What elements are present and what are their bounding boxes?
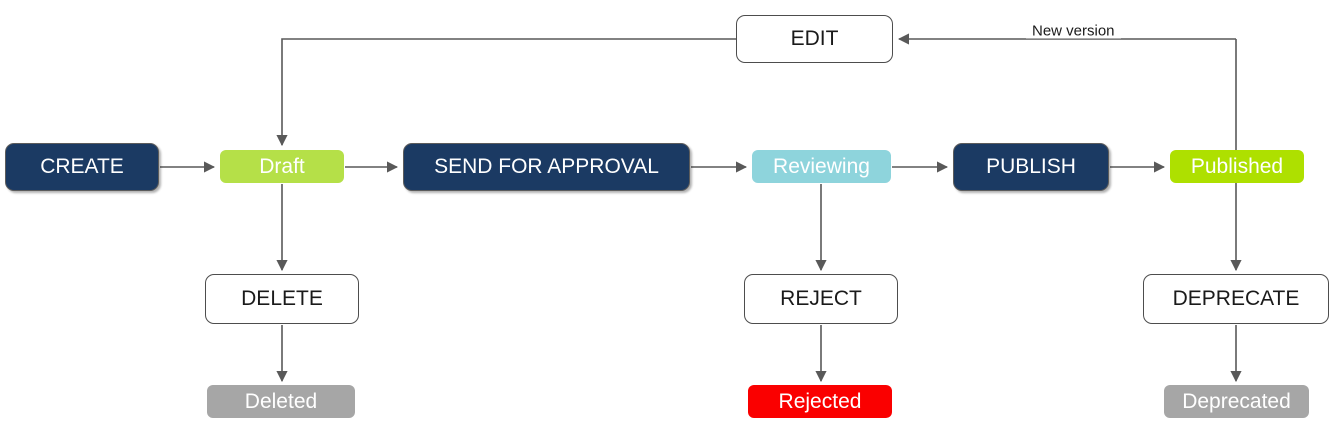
node-rejected[interactable]: Rejected xyxy=(748,385,892,418)
node-deprecate[interactable]: DEPRECATE xyxy=(1143,274,1329,324)
node-reviewing[interactable]: Reviewing xyxy=(752,150,891,183)
edge-edit-to-draft xyxy=(276,38,736,147)
node-delete[interactable]: DELETE xyxy=(205,274,359,324)
node-published[interactable]: Published xyxy=(1170,150,1304,183)
node-create[interactable]: CREATE xyxy=(5,143,159,191)
node-deprecated[interactable]: Deprecated xyxy=(1164,385,1309,418)
node-send-for-approval[interactable]: SEND FOR APPROVAL xyxy=(403,143,690,191)
edge-label-new-version: New version xyxy=(1026,23,1121,39)
node-reject[interactable]: REJECT xyxy=(744,274,898,324)
node-publish[interactable]: PUBLISH xyxy=(953,143,1109,191)
node-deleted[interactable]: Deleted xyxy=(207,385,355,418)
node-edit[interactable]: EDIT xyxy=(736,15,893,63)
node-draft[interactable]: Draft xyxy=(220,150,344,183)
